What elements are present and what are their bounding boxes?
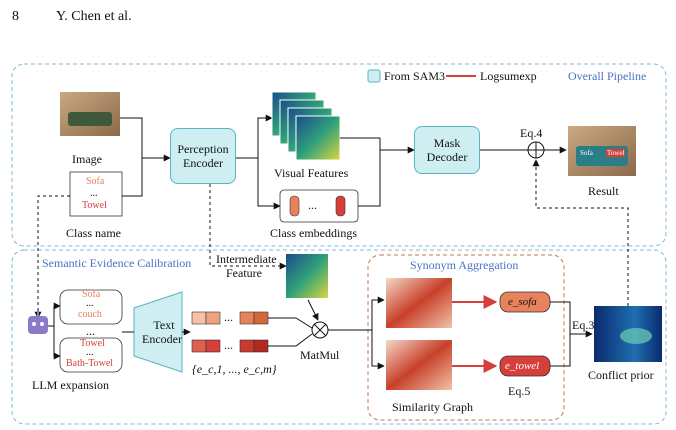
synonym-aggregation-frame	[367, 254, 565, 421]
class-embeddings-label: Class embeddings	[270, 226, 357, 240]
mask-decoder-line2: Decoder	[426, 150, 468, 164]
intermediate-label-1: Intermediate	[216, 252, 277, 266]
embedding-row-sofa	[191, 311, 269, 325]
eq5-label: Eq.5	[508, 384, 531, 398]
class-name-label: Class name	[66, 226, 121, 240]
image-label: Image	[72, 152, 102, 166]
embedding-sofa	[289, 195, 300, 217]
page-number: 8	[12, 9, 19, 24]
eq4-label: Eq.4	[520, 126, 543, 140]
class-dots: ...	[90, 188, 98, 199]
mask-decoder-line1: Mask	[433, 136, 461, 150]
e-sofa-label: e_sofa	[508, 296, 537, 308]
syn-middle-dots: ...	[86, 324, 95, 338]
legend-sam3-label: From SAM3	[384, 69, 446, 83]
embedding-set-label: {e_c,1, ..., e_c,m}	[192, 362, 277, 376]
intermediate-feature-map	[286, 254, 328, 298]
class-sofa: Sofa	[86, 176, 105, 187]
calibration-title: Semantic Evidence Calibration	[42, 256, 192, 270]
matmul-label: MatMul	[300, 348, 340, 362]
input-image-sofa	[68, 112, 112, 126]
perception-encoder-line2: Encoder	[183, 156, 223, 170]
overall-pipeline-frame	[11, 63, 667, 247]
text-encoder-line2: Encoder	[142, 332, 182, 346]
mask-decoder: Mask Decoder	[414, 126, 480, 174]
syn-couch: couch	[78, 309, 102, 320]
syn-sofa-dots: ...	[86, 298, 94, 309]
similarity-map-towel	[386, 340, 452, 390]
calibration-frame	[11, 249, 667, 425]
visual-features-label: Visual Features	[274, 166, 349, 180]
similarity-graph-label: Similarity Graph	[392, 400, 473, 414]
emb-row-dots-1: ...	[224, 310, 233, 324]
feature-map-4	[295, 115, 341, 161]
syn-sofa: Sofa	[82, 289, 101, 300]
llm-robot-icon	[28, 316, 48, 334]
syn-towel: Towel	[80, 338, 105, 349]
overall-pipeline-label: Overall Pipeline	[568, 69, 647, 83]
class-embeddings-dots: ...	[308, 198, 317, 212]
syn-bath-towel: Bath-Towel	[66, 358, 114, 369]
text-encoder	[133, 291, 183, 373]
embedding-row-towel	[191, 339, 269, 353]
legend-logsumexp-label: Logsumexp	[480, 69, 537, 83]
result-tag-sofa: Sofa	[580, 149, 593, 157]
running-head-authors: Y. Chen et al.	[56, 9, 132, 24]
syn-towel-dots: ...	[86, 347, 94, 358]
class-towel: Towel	[82, 200, 107, 211]
result-tag-towel: Towel	[606, 149, 626, 157]
eq3-label: Eq.3	[572, 318, 595, 332]
synonym-aggregation-title: Synonym Aggregation	[410, 258, 519, 272]
conflict-prior-label: Conflict prior	[588, 368, 654, 382]
legend-sam3-swatch	[367, 69, 381, 83]
perception-encoder: Perception Encoder	[170, 128, 236, 184]
result-label: Result	[588, 184, 619, 198]
class-name-box	[69, 171, 123, 217]
llm-expansion-label: LLM expansion	[32, 378, 109, 392]
similarity-map-sofa	[386, 278, 452, 328]
embedding-towel	[335, 195, 346, 217]
text-encoder-line1: Text	[153, 318, 175, 332]
intermediate-label-2: Feature	[226, 266, 262, 280]
e-towel-label: e_towel	[505, 360, 540, 372]
emb-row-dots-2: ...	[224, 338, 233, 352]
perception-encoder-line1: Perception	[177, 142, 229, 156]
